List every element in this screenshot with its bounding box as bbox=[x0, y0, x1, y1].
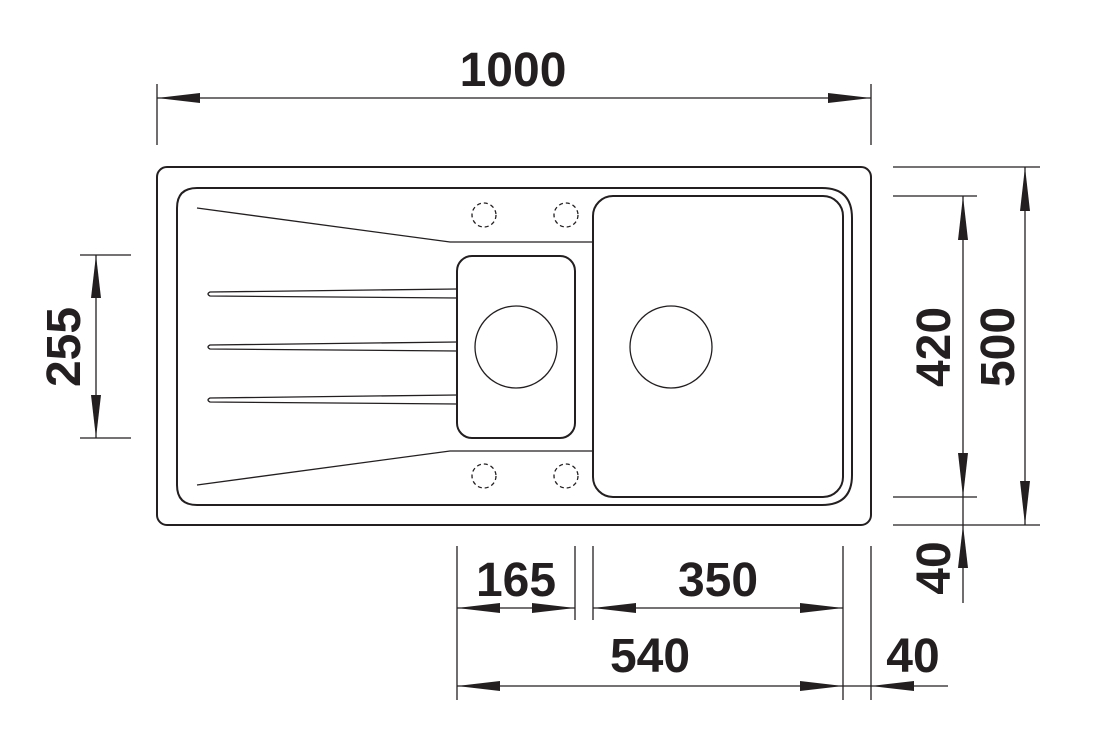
dimension-right-margin: 40 bbox=[843, 630, 948, 691]
drainer-groove bbox=[207, 394, 458, 405]
tap-hole-option bbox=[553, 463, 579, 489]
dimension-groove-height: 255 bbox=[38, 254, 131, 439]
sink-outer-rim bbox=[156, 166, 872, 526]
dimension-overall-depth: 500 bbox=[893, 166, 1040, 526]
tap-hole-option bbox=[471, 463, 497, 489]
tap-hole-option bbox=[471, 202, 497, 228]
drainer-groove bbox=[207, 341, 458, 352]
small-bowl-drain bbox=[474, 305, 558, 389]
large-bowl bbox=[592, 195, 844, 498]
dimension-overall-width: 1000 bbox=[156, 44, 872, 145]
dimension-bowls-total-width: 540 bbox=[457, 630, 843, 691]
dimension-large-bowl-width: 350 bbox=[593, 554, 843, 613]
small-bowl bbox=[456, 255, 576, 439]
dimension-label: 540 bbox=[610, 630, 690, 683]
dimension-label: 420 bbox=[908, 307, 961, 387]
dimension-label: 40 bbox=[908, 541, 961, 594]
dimension-label: 165 bbox=[476, 554, 556, 607]
dimension-label: 1000 bbox=[460, 44, 567, 97]
dimension-bowl-depth: 420 bbox=[893, 195, 977, 498]
large-bowl-drain bbox=[629, 305, 713, 389]
drainer-groove bbox=[207, 288, 458, 299]
drainer-bottom-edge bbox=[196, 450, 593, 486]
sink-inner-outline bbox=[176, 187, 853, 506]
drainer-top-edge bbox=[196, 207, 593, 243]
tap-hole-option bbox=[553, 202, 579, 228]
dimension-label: 40 bbox=[886, 630, 939, 683]
dimension-front-margin: 40 bbox=[908, 497, 968, 603]
dimension-label: 500 bbox=[972, 307, 1025, 387]
dimension-label: 350 bbox=[678, 554, 758, 607]
dimension-small-bowl-width: 165 bbox=[457, 554, 575, 613]
dimension-label: 255 bbox=[38, 307, 91, 387]
